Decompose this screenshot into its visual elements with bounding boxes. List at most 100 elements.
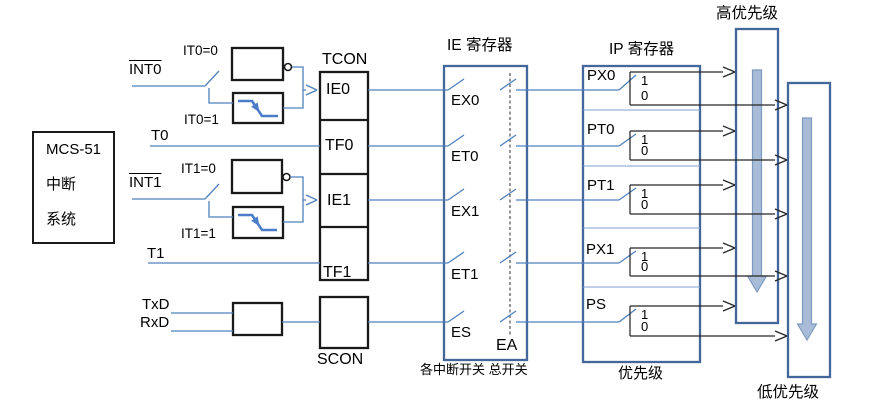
int1-merge-wire (283, 176, 304, 223)
ip-bit-pt1: PT1 (587, 177, 615, 194)
pt1-high-arrowhead-icon (722, 179, 736, 191)
it1-level-label: IT1=0 (181, 161, 216, 176)
px1-low-arrowhead-icon (774, 270, 788, 282)
px0-low-arrowhead-icon (774, 99, 788, 111)
ps-low-arrowhead-icon (774, 330, 788, 342)
tcon-title: TCON (322, 51, 368, 68)
int0-merge-wire (283, 66, 304, 109)
int0-inverter-bubble-icon (283, 62, 293, 72)
pt0-high-value: 1 (641, 132, 649, 147)
int0-edge-branch-wire (208, 88, 233, 104)
tcon-flag-ie1: IE1 (327, 192, 352, 209)
it0-level-label: IT0=0 (183, 43, 218, 58)
ip-register-note: 优先级 (618, 365, 664, 382)
high-priority-label: 高优先级 (716, 5, 779, 22)
pt1-select-blade (618, 187, 637, 201)
px1-low-value: 0 (641, 259, 649, 274)
px0-select-blade (618, 74, 637, 91)
pt1-low-value: 0 (641, 197, 649, 212)
px0-high-value: 1 (641, 73, 649, 88)
ps-select-blade (618, 308, 637, 323)
ps-high-value: 1 (641, 307, 649, 322)
int0-edge-trigger-box (231, 91, 285, 125)
px1-high-arrowhead-icon (722, 242, 736, 254)
ie-enable-et1: ET1 (451, 266, 479, 283)
scon-title: SCON (317, 351, 364, 368)
int0-falling-edge-arrowhead-icon (251, 102, 260, 113)
ea-label: EA (496, 337, 518, 354)
et1-switch-blade (447, 251, 465, 264)
ip-bit-px0: PX0 (587, 67, 616, 84)
ie-enable-ex0: EX0 (451, 92, 480, 109)
low-priority-flow-arrow-icon (796, 117, 818, 342)
tcon-cell-dividers (320, 118, 368, 229)
ea-switch-blade-5 (499, 310, 517, 323)
px1-high-value: 1 (641, 249, 649, 264)
tcon-register-box (318, 70, 370, 282)
ie-enable-es: ES (451, 324, 472, 341)
ip-bit-pt0: PT0 (587, 121, 615, 138)
ie-register-note: 各中断开关 总开关 (420, 362, 528, 377)
ie-enable-ex1: EX1 (451, 203, 480, 220)
ex1-switch-blade (447, 188, 465, 201)
ip-bit-ps: PS (586, 296, 607, 313)
ie-enable-et0: ET0 (451, 148, 479, 165)
pt1-low-arrowhead-icon (774, 208, 788, 220)
ea-switch-blade-2 (499, 134, 517, 147)
ps-priority-select (629, 300, 788, 342)
scon-register-box (318, 295, 370, 350)
ea-switch-blade-3 (499, 188, 517, 201)
int1-mode-switch-blade (204, 183, 220, 200)
px1-select-blade (618, 250, 637, 264)
es-switch-blade (447, 310, 465, 323)
it0-edge-label: IT0=1 (184, 112, 219, 127)
int1-level-trigger-box (230, 158, 284, 195)
px1-priority-select (629, 242, 788, 282)
int0-level-trigger-box (230, 46, 285, 82)
system-box-line1: MCS-51 (46, 141, 102, 158)
t0-label: T0 (151, 127, 169, 144)
pt1-priority-select (629, 179, 788, 220)
int1-edge-trigger-box (231, 205, 285, 240)
system-box-line2: 中断 (46, 176, 77, 193)
et0-switch-blade (447, 134, 465, 147)
pt0-high-arrowhead-icon (722, 125, 736, 137)
low-priority-label: 低优先级 (757, 384, 820, 401)
ie-register-box (442, 64, 529, 362)
ps-high-arrowhead-icon (722, 300, 736, 312)
ex0-switch-blade (447, 78, 465, 91)
pt1-high-value: 1 (641, 186, 649, 201)
pt0-low-arrowhead-icon (774, 154, 788, 166)
int1-inverter-bubble-icon (282, 172, 291, 182)
int1-falling-edge-arrowhead-icon (251, 216, 260, 227)
pt0-priority-select (629, 125, 788, 166)
ps-low-value: 0 (641, 319, 649, 334)
serial-port-box (231, 301, 284, 337)
t1-label: T1 (147, 245, 165, 262)
tcon-flag-tf0: TF0 (325, 137, 354, 154)
int0-label: INT0 (129, 61, 162, 78)
it1-edge-label: IT1=1 (181, 226, 216, 241)
pt0-select-blade (618, 133, 637, 147)
int1-arrowhead-icon (305, 194, 318, 206)
rxd-label: RxD (140, 314, 170, 331)
px0-priority-select (629, 66, 788, 111)
txd-label: TxD (142, 296, 170, 313)
px0-low-value: 0 (641, 88, 649, 103)
tcon-flag-ie0: IE0 (326, 81, 351, 98)
system-box-line3: 系统 (46, 211, 77, 228)
int0-arrowhead-icon (305, 84, 318, 96)
tcon-flag-tf1: TF1 (323, 264, 352, 281)
px0-high-arrowhead-icon (722, 66, 736, 78)
ie-register-title: IE 寄存器 (447, 37, 513, 54)
int1-edge-branch-wire (208, 201, 233, 218)
int0-mode-switch-blade (204, 70, 220, 87)
ea-switch-blade-1 (499, 78, 517, 91)
pt0-low-value: 0 (641, 143, 649, 158)
system-box: MCS-51 中断 系统 (32, 131, 115, 244)
ea-switch-blade-4 (499, 251, 517, 264)
ip-bit-px1: PX1 (586, 241, 615, 258)
ip-section-dividers (583, 109, 700, 288)
